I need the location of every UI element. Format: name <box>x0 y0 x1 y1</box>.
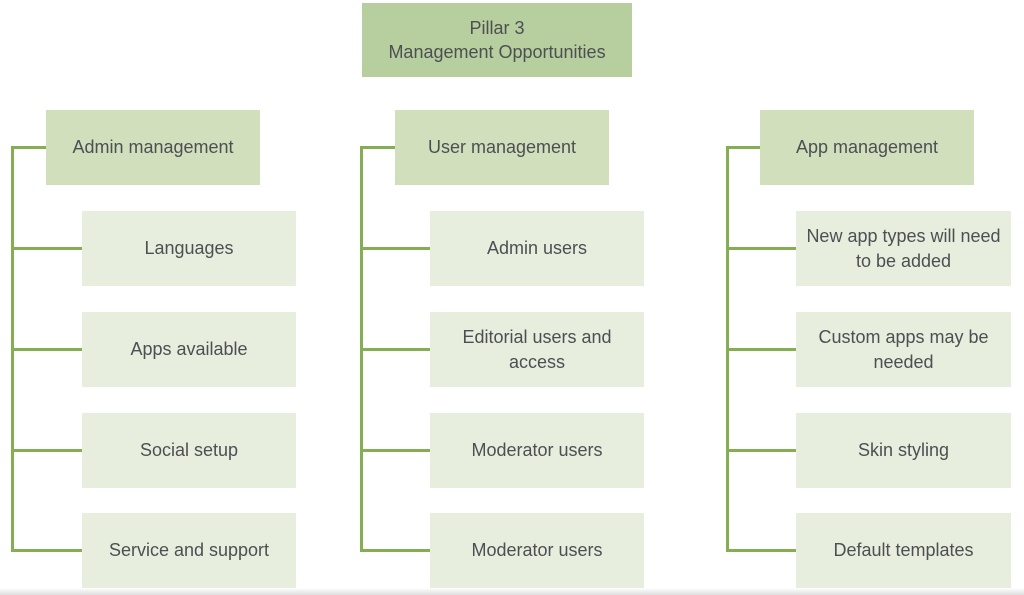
root-node-label: Pillar 3 Management Opportunities <box>388 17 606 62</box>
root-node: Pillar 3 Management Opportunities <box>362 3 632 77</box>
column-header-label: App management <box>795 137 939 158</box>
node-label: Service and support <box>108 540 270 561</box>
node-social-setup: Social setup <box>82 413 296 488</box>
node-languages: Languages <box>82 211 296 286</box>
node-apps-available: Apps available <box>82 312 296 387</box>
node-label: New app types will need to be added <box>806 226 1001 271</box>
node-moderator-users-2: Moderator users <box>430 513 644 588</box>
node-label: Moderator users <box>471 540 603 561</box>
node-label: Skin styling <box>857 440 950 461</box>
connector-stub-col2-item2 <box>360 348 431 351</box>
connector-stub-col2-header <box>360 146 396 149</box>
connector-stub-col1-item1 <box>11 247 83 250</box>
column-header-admin-management: Admin management <box>46 110 260 185</box>
node-skin-styling: Skin styling <box>796 413 1011 488</box>
node-moderator-users-1: Moderator users <box>430 413 644 488</box>
connector-stub-col3-item3 <box>726 449 797 452</box>
node-label: Social setup <box>139 440 239 461</box>
node-label: Default templates <box>833 540 974 561</box>
page-bottom-edge <box>0 588 1024 595</box>
node-label: Apps available <box>130 339 248 360</box>
connector-stub-col1-item2 <box>11 348 83 351</box>
node-label: Custom apps may be needed <box>818 327 989 372</box>
connector-stub-col1-item3 <box>11 449 83 452</box>
node-admin-users: Admin users <box>430 211 644 286</box>
connector-stub-col3-item1 <box>726 247 797 250</box>
column-header-user-management: User management <box>395 110 609 185</box>
column-header-app-management: App management <box>760 110 974 185</box>
node-service-and-support: Service and support <box>82 513 296 588</box>
column-header-label: User management <box>427 137 577 158</box>
node-label: Admin users <box>486 238 588 259</box>
connector-stub-col3-header <box>726 146 761 149</box>
node-label: Languages <box>144 238 234 259</box>
node-editorial-users-and-access: Editorial users and access <box>430 312 644 387</box>
connector-stub-col2-item3 <box>360 449 431 452</box>
connector-stub-col2-item1 <box>360 247 431 250</box>
node-label: Moderator users <box>471 440 603 461</box>
node-new-app-types: New app types will need to be added <box>796 211 1011 286</box>
node-default-templates: Default templates <box>796 513 1011 588</box>
connector-stub-col3-item2 <box>726 348 797 351</box>
connector-stub-col1-item4 <box>11 549 83 552</box>
column-header-label: Admin management <box>72 137 234 158</box>
node-custom-apps: Custom apps may be needed <box>796 312 1011 387</box>
connector-stub-col1-header <box>11 146 47 149</box>
connector-stub-col2-item4 <box>360 549 431 552</box>
connector-stub-col3-item4 <box>726 549 797 552</box>
node-label: Editorial users and access <box>462 327 612 372</box>
